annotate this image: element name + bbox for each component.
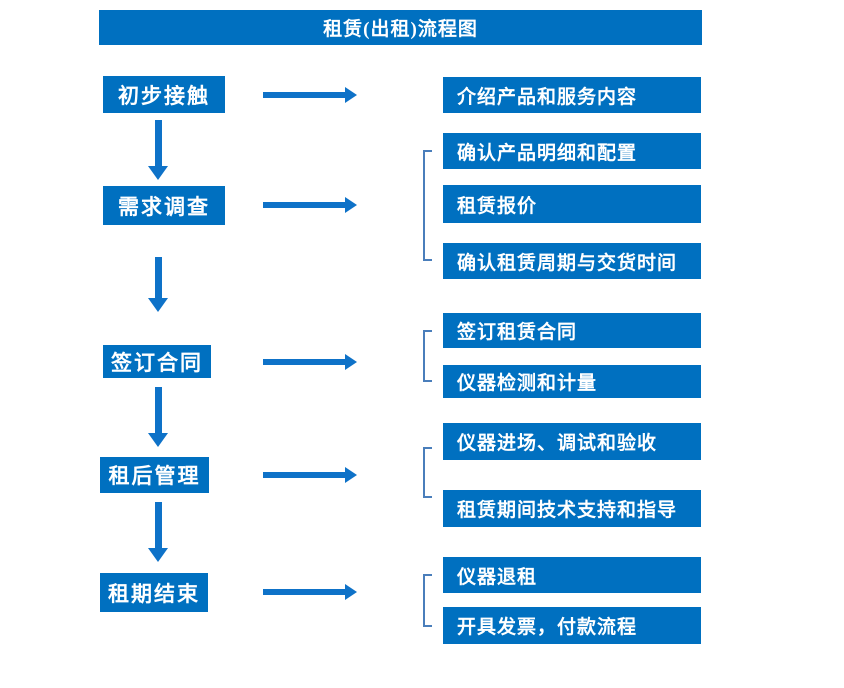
output-box-instrument-testing: 仪器检测和计量 (443, 365, 701, 398)
step-box-initial-contact: 初步接触 (103, 76, 225, 113)
arrow-head (148, 166, 168, 180)
arrow-shaft (263, 472, 345, 478)
output-box-tech-support: 租赁期间技术支持和指导 (443, 490, 701, 527)
arrow-shaft (155, 120, 162, 166)
arrow-shaft (155, 502, 162, 548)
arrow-head (148, 548, 168, 562)
group-bracket-lease-end (423, 574, 432, 627)
arrow-head (345, 584, 357, 600)
arrow-shaft (263, 92, 345, 98)
output-box-confirm-period: 确认租赁周期与交货时间 (443, 243, 701, 279)
step-box-sign-contract: 签订合同 (103, 345, 211, 378)
arrow-down-icon (148, 120, 169, 180)
arrow-head (148, 433, 168, 447)
arrow-right-icon (263, 87, 357, 103)
arrow-shaft (155, 257, 162, 298)
output-box-confirm-details: 确认产品明细和配置 (443, 133, 701, 169)
output-box-instrument-return: 仪器退租 (443, 557, 701, 593)
output-box-intro-products: 介绍产品和服务内容 (443, 77, 701, 113)
group-bracket-post-rental (423, 447, 432, 498)
arrow-down-icon (148, 387, 169, 447)
arrow-shaft (263, 589, 345, 595)
arrow-right-icon (263, 584, 357, 600)
arrow-head (148, 298, 168, 312)
output-box-invoice-payment: 开具发票，付款流程 (443, 607, 701, 644)
arrow-down-icon (148, 502, 169, 562)
step-box-demand-survey: 需求调查 (103, 186, 225, 225)
arrow-right-icon (263, 197, 357, 213)
step-box-lease-end: 租期结束 (100, 573, 208, 612)
arrow-head (345, 87, 357, 103)
step-box-post-rental-management: 租后管理 (100, 457, 209, 493)
arrow-head (345, 467, 357, 483)
arrow-head (345, 354, 357, 370)
arrow-right-icon (263, 467, 357, 483)
group-bracket-sign-contract (423, 330, 432, 382)
output-box-instrument-entry: 仪器进场、调试和验收 (443, 423, 701, 460)
arrow-shaft (263, 359, 345, 365)
arrow-shaft (155, 387, 162, 433)
output-box-rental-quote: 租赁报价 (443, 185, 701, 223)
output-box-sign-lease-contract: 签订租赁合同 (443, 313, 701, 348)
arrow-right-icon (263, 354, 357, 370)
arrow-head (345, 197, 357, 213)
group-bracket-demand-survey (423, 150, 432, 261)
arrow-shaft (263, 202, 345, 208)
flowchart-title: 租赁(出租)流程图 (99, 10, 702, 45)
arrow-down-icon (148, 257, 169, 312)
